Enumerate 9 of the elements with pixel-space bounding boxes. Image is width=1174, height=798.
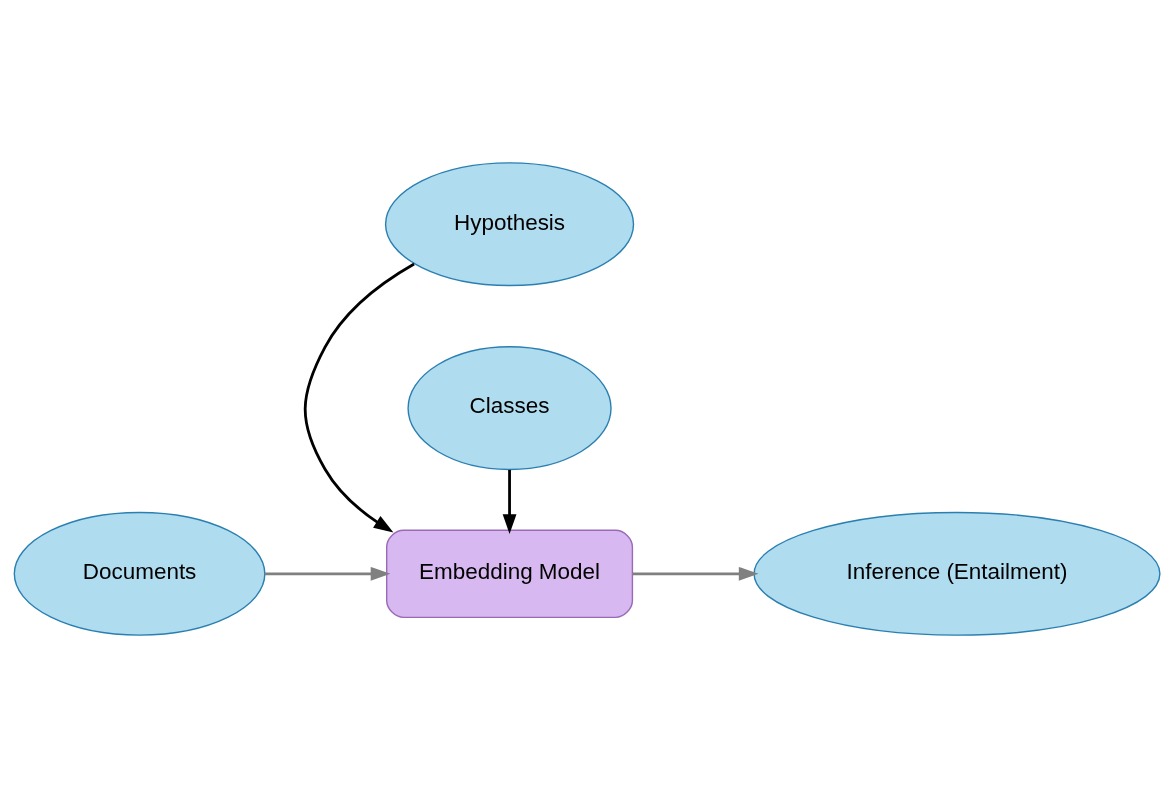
node-ellipse: Inference (Entailment) [753, 511, 1161, 636]
arrow [502, 469, 517, 535]
arrow [264, 566, 391, 581]
node-ellipse: Documents [13, 511, 266, 636]
node-box: Embedding Model [386, 529, 634, 619]
node-ellipse: Classes [407, 346, 612, 471]
arrow [303, 262, 415, 533]
arrow [632, 566, 759, 581]
node-ellipse: Hypothesis [384, 162, 635, 287]
